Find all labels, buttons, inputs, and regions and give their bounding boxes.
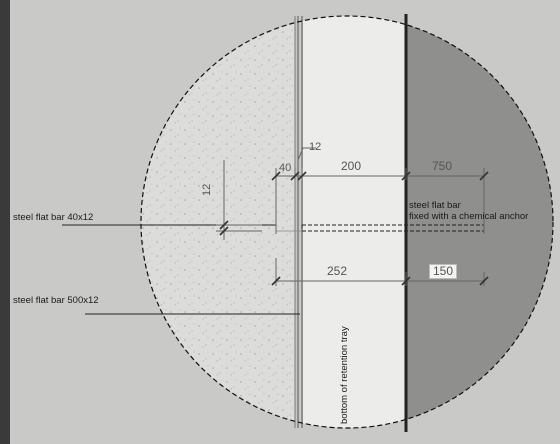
anchor-flat-bar (301, 224, 485, 232)
label-retention-tray: bottom of retention tray (339, 326, 350, 424)
left-edge-strip (0, 0, 10, 444)
detail-circle (140, 15, 554, 429)
dim-200: 200 (341, 159, 362, 173)
dim-150: 150 (429, 264, 458, 279)
dim-row-bottom (271, 258, 489, 286)
dim-row-top (271, 147, 489, 234)
dim-12-top: 12 (309, 141, 322, 153)
dim-vertical-12 (216, 160, 262, 240)
label-flat-bar-40x12: steel flat bar 40x12 (13, 212, 94, 223)
dim-750: 750 (432, 159, 453, 173)
gap-zone (303, 16, 406, 428)
dim-40: 40 (279, 162, 292, 174)
label-flat-bar-500x12: steel flat bar 500x12 (13, 295, 99, 306)
concrete-wall (141, 16, 295, 428)
label-chem-anchor-line2: fixed with a chemical anchor (409, 211, 529, 222)
dim-12-vertical: 12 (201, 183, 213, 196)
label-chem-anchor-line1: steel flat bar (409, 200, 461, 211)
dim-252: 252 (327, 264, 348, 278)
